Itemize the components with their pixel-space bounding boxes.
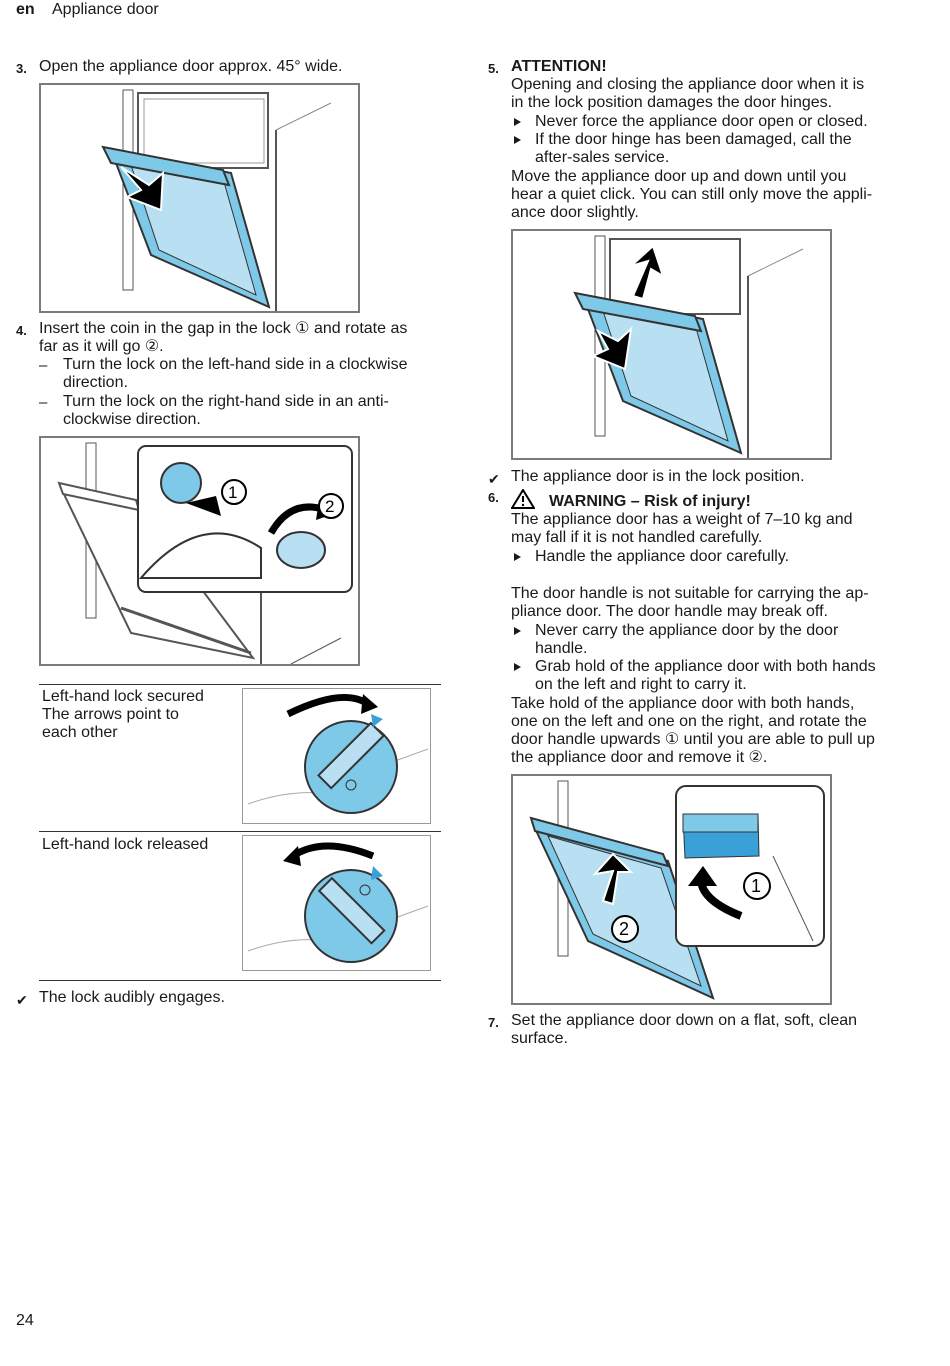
step-5-move-2: hear a quiet click. You can still only m… [511, 186, 873, 203]
step-7-line-1: Set the appliance door down on a flat, s… [511, 1012, 858, 1029]
bullet-triangle-icon [514, 118, 521, 126]
lock-secured-desc-1: The arrows point to [42, 706, 179, 723]
step-5-move-3: ance door slightly. [511, 204, 639, 221]
lock-position-text: The appliance door is in the lock positi… [511, 468, 805, 485]
callout-2: 2 [325, 497, 334, 516]
handle-bullet-1-line-1: Never carry the appliance door by the do… [535, 622, 839, 639]
lock-secured-label: Left-hand lock secured [42, 688, 204, 705]
warning-heading: WARNING – Risk of injury! [549, 493, 751, 510]
lock-secured-desc-2: each other [42, 724, 118, 741]
figure-lock-released [242, 835, 431, 971]
step-5-line-1: Opening and closing the appliance door w… [511, 76, 865, 93]
step-4-line-2: far as it will go ②. [39, 338, 164, 355]
step-5-bullet-2-line-2: after-sales service. [535, 149, 670, 166]
callout-2: 2 [619, 919, 629, 939]
step-4-sub-1-line-2: direction. [63, 374, 128, 391]
callout-1: 1 [228, 483, 237, 502]
warning-bullet: Handle the appliance door carefully. [535, 548, 790, 565]
lock-released-label: Left-hand lock released [42, 836, 209, 853]
step-4-number: 4. [16, 323, 27, 338]
handle-line-2: pliance door. The door handle may break … [511, 603, 828, 620]
figure-door-up-down [511, 229, 832, 460]
step-7-line-2: surface. [511, 1030, 568, 1047]
handle-line-1: The door handle is not suitable for carr… [511, 585, 869, 602]
step-4-line-1: Insert the coin in the gap in the lock ①… [39, 320, 408, 337]
bullet-triangle-icon [514, 627, 521, 635]
step-3-number: 3. [16, 61, 27, 76]
step-5-bullet-1: Never force the appliance door open or c… [535, 113, 868, 130]
step-4-sub-2-line-1: Turn the lock on the right-hand side in … [63, 393, 389, 410]
section-title: Appliance door [52, 1, 159, 18]
step-7-number: 7. [488, 1015, 499, 1030]
step-5-bullet-2-line-1: If the door hinge has been damaged, call… [535, 131, 852, 148]
step-4-sub-1-dash: – [39, 357, 48, 374]
bullet-triangle-icon [514, 136, 521, 144]
remove-line-2: one on the left and one on the right, an… [511, 713, 867, 730]
figure-coin-lock: 1 2 [39, 436, 360, 666]
remove-line-3: door handle upwards ① until you are able… [511, 731, 875, 748]
handle-bullet-1-line-2: handle. [535, 640, 588, 657]
warning-line-2: may fall if it is not handled carefully. [511, 529, 763, 546]
language-code: en [16, 1, 35, 18]
step-3-text: Open the appliance door approx. 45° wide… [39, 58, 343, 75]
lock-position-check-icon: ✔ [488, 471, 500, 487]
warning-line-1: The appliance door has a weight of 7–10 … [511, 511, 853, 528]
lock-engages-text: The lock audibly engages. [39, 989, 225, 1006]
table-bottom-rule [39, 980, 441, 981]
callout-1: 1 [751, 876, 761, 896]
remove-line-4: the appliance door and remove it ②. [511, 749, 768, 766]
table-top-rule [39, 684, 441, 685]
page-number: 24 [16, 1312, 34, 1329]
warning-triangle-icon [510, 488, 536, 514]
lock-engages-check-icon: ✔ [16, 992, 28, 1008]
bullet-triangle-icon [514, 553, 521, 561]
step-6-number: 6. [488, 490, 499, 505]
step-4-sub-1-line-1: Turn the lock on the left-hand side in a… [63, 356, 408, 373]
figure-remove-door: 2 1 [511, 774, 832, 1005]
step-5-move-1: Move the appliance door up and down unti… [511, 168, 847, 185]
figure-door-open-45 [39, 83, 360, 313]
step-4-sub-2-line-2: clockwise direction. [63, 411, 201, 428]
step-5-number: 5. [488, 61, 499, 76]
step-5-line-2: in the lock position damages the door hi… [511, 94, 833, 111]
step-4-sub-2-dash: – [39, 394, 48, 411]
handle-bullet-2-line-1: Grab hold of the appliance door with bot… [535, 658, 876, 675]
attention-heading: ATTENTION! [511, 58, 607, 75]
bullet-triangle-icon [514, 663, 521, 671]
figure-lock-secured [242, 688, 431, 824]
table-mid-rule [39, 831, 441, 832]
remove-line-1: Take hold of the appliance door with bot… [511, 695, 855, 712]
handle-bullet-2-line-2: on the left and right to carry it. [535, 676, 747, 693]
